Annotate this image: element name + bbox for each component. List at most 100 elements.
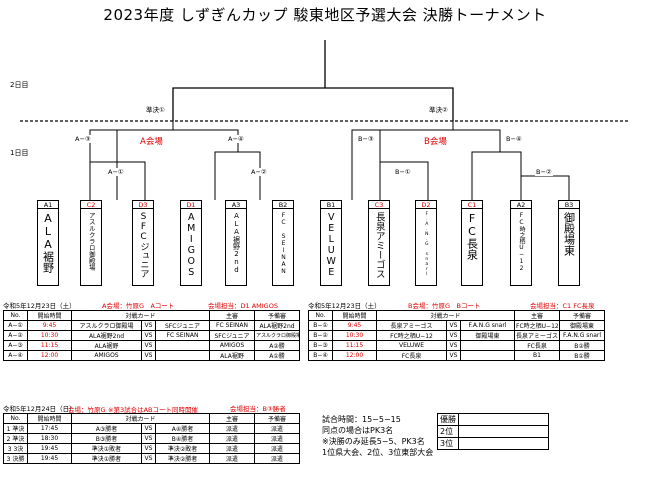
schedule-final-venue: 会場：竹原G [68, 406, 106, 414]
col-no: No. [308, 310, 333, 321]
team-box: AMIGOS [180, 208, 202, 286]
col-referee: 主審 [209, 413, 256, 424]
match-b2-label: B−② [535, 168, 553, 176]
team-name: ALA裾野2nd [232, 212, 241, 274]
slot-code: A2 [510, 200, 532, 209]
col-time: 開始時間 [27, 310, 72, 321]
team-box: ALA裾野 [37, 208, 59, 286]
slot-code: D1 [180, 200, 202, 209]
table-header-row: No. 開始時間 対戦カード 主審 予備審 [3, 413, 301, 424]
col-match: 対戦カード [70, 413, 211, 424]
col-match: 対戦カード [70, 310, 211, 321]
team-box: FC時之栖U−12 [510, 208, 532, 286]
table-header-row: No. 開始時間 対戦カード 主審 予備審 [3, 310, 301, 321]
slot-code: B1 [320, 200, 342, 209]
slot-code: C3 [368, 200, 390, 209]
schedule-b-duty: 会場担当：C1 FC長泉 [530, 302, 595, 310]
rule-line: 同点の場合はPK3名 [322, 426, 394, 435]
podium-first: 優勝 [437, 413, 459, 426]
slot-code: B3 [558, 200, 580, 209]
match-b1-label: B−① [394, 168, 412, 176]
team-name: SFCジュニア [138, 212, 149, 278]
day2-label: 2日目 [10, 81, 29, 89]
venue-b-label: B会場 [424, 137, 447, 147]
col-referee: 主審 [514, 310, 561, 321]
rule-line: 試合時間：15−5−15 [322, 415, 401, 424]
col-reserve: 予備審 [559, 310, 606, 321]
match-a1-label: A−① [107, 168, 125, 176]
schedule-a-date: 令和5年12月23日（土） [3, 302, 76, 310]
team-name: 御殿場東 [562, 212, 576, 256]
col-time: 開始時間 [332, 310, 377, 321]
col-match: 対戦カード [375, 310, 516, 321]
team-box: 御殿場東 [558, 208, 580, 286]
team-name: VELUWE [325, 212, 337, 278]
team-box: SFCジュニア [132, 208, 154, 286]
slot-code: D3 [132, 200, 154, 209]
slot-code: C1 [461, 200, 483, 209]
team-name: FC SEINAN [280, 212, 287, 275]
match-a2-label: A−② [250, 168, 268, 176]
col-no: No. [3, 413, 28, 424]
schedule-final-date: 令和5年12月24日（日） [3, 405, 76, 413]
schedule-a-venue: A会場：竹原G Aコート [102, 302, 175, 310]
slot-code: C2 [80, 200, 102, 209]
schedule-b-date: 令和5年12月23日（土） [308, 302, 381, 310]
match-a4-label: A−④ [227, 135, 245, 143]
col-referee: 主審 [209, 310, 256, 321]
schedule-a-duty: 会場担当：D1 AMIGOS [208, 302, 278, 310]
match-a3-label: A−③ [74, 135, 92, 143]
team-box: FC長泉 [461, 208, 483, 286]
semi-right-label: 準決② [428, 106, 449, 114]
slot-code: A3 [225, 200, 247, 209]
slot-code: B2 [272, 200, 294, 209]
team-box: アスルクラロ御殿場 [80, 208, 102, 286]
team-name: アスルクラロ御殿場 [87, 212, 96, 271]
col-no: No. [3, 310, 28, 321]
team-name: ALA裾野 [41, 212, 55, 273]
col-reserve: 予備審 [254, 413, 301, 424]
table-header-row: No. 開始時間 対戦カード 主審 予備審 [308, 310, 606, 321]
col-time: 開始時間 [27, 413, 72, 424]
team-box: FC SEINAN [272, 208, 294, 286]
team-name: F.A.N.G snarl [424, 212, 430, 277]
match-b3-label: B−③ [357, 135, 375, 143]
team-box: VELUWE [320, 208, 342, 286]
podium-second: 2位 [437, 425, 459, 438]
match-b4-label: B−④ [505, 135, 523, 143]
rules-text: 試合時間：15−5−15 同点の場合はPK3名 ※決勝のみ延長5−5、PK3名 … [322, 414, 433, 458]
podium-table: 優勝 2位 3位 [437, 413, 549, 450]
rule-line: ※決勝のみ延長5−5、PK3名 [322, 437, 425, 446]
podium-third: 3位 [437, 437, 459, 450]
team-box: 長泉アミーゴス [368, 208, 390, 286]
schedule-final-duty: 会場担当：B③勝者 [230, 405, 286, 413]
page-title: 2023年度 しずぎんカップ 駿東地区予選大会 決勝トーナメント [103, 6, 547, 24]
team-name: FC長泉 [465, 212, 479, 260]
col-reserve: 予備審 [254, 310, 301, 321]
rule-line: 1位県大会、2位、3位東部大会 [322, 448, 434, 457]
venue-a-label: A会場 [140, 137, 163, 147]
team-box: ALA裾野2nd [225, 208, 247, 286]
slot-code: D2 [415, 200, 437, 209]
schedule-final-note: ※第3試合はABコート同時開催 [108, 406, 198, 414]
team-name: FC時之栖U−12 [518, 212, 525, 272]
day1-label: 1日目 [10, 149, 29, 157]
semi-left-label: 準決① [145, 106, 166, 114]
team-name: AMIGOS [185, 212, 197, 278]
